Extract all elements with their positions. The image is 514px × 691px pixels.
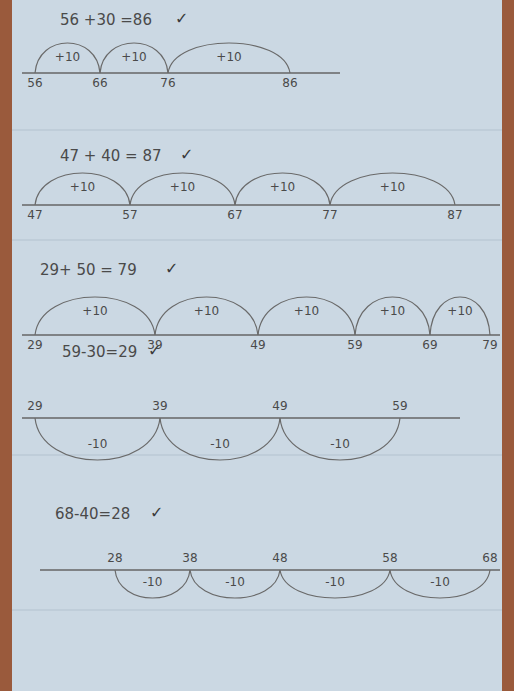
jump-label: -10 — [225, 576, 245, 589]
equation: 29+ 50 = 79 — [40, 262, 137, 279]
jump-arc — [280, 418, 400, 460]
jump-arc — [190, 570, 280, 598]
point-number: 87 — [447, 209, 462, 222]
point-number: 79 — [482, 339, 497, 352]
number-line — [40, 569, 500, 570]
point-number: 49 — [250, 339, 265, 352]
number-line — [22, 72, 340, 73]
equation: 59-30=29 — [62, 344, 137, 361]
check-mark: ✓ — [150, 504, 163, 522]
point-number: 47 — [27, 209, 42, 222]
jump-arc — [235, 173, 330, 205]
ruled-line — [12, 610, 502, 611]
point-number: 68 — [482, 552, 497, 565]
point-number: 86 — [282, 77, 297, 90]
jump-label: +10 — [216, 51, 241, 64]
point-number: 69 — [422, 339, 437, 352]
jump-label: +10 — [270, 181, 295, 194]
jump-arc — [355, 297, 430, 335]
jump-arc — [390, 570, 490, 598]
jump-label: -10 — [325, 576, 345, 589]
jump-arc — [35, 418, 160, 460]
ruled-line — [12, 455, 502, 456]
jump-arc — [155, 297, 258, 335]
jump-label: -10 — [210, 438, 230, 451]
jump-arc — [130, 173, 235, 205]
jump-arc — [35, 297, 155, 335]
point-number: 77 — [322, 209, 337, 222]
jump-label: +10 — [82, 305, 107, 318]
jump-label: -10 — [143, 576, 163, 589]
jump-arc — [168, 43, 290, 73]
jump-arc — [35, 43, 100, 73]
point-number: 66 — [92, 77, 107, 90]
jump-arc — [280, 570, 390, 598]
point-number: 59 — [392, 400, 407, 413]
jump-label: +10 — [55, 51, 80, 64]
point-number: 59 — [347, 339, 362, 352]
jump-arc — [35, 173, 130, 205]
jump-label: -10 — [430, 576, 450, 589]
ruled-line — [12, 130, 502, 131]
jump-label: +10 — [447, 305, 472, 318]
number-line — [22, 417, 460, 418]
jump-label: +10 — [380, 181, 405, 194]
point-number: 38 — [182, 552, 197, 565]
jump-label: -10 — [330, 438, 350, 451]
point-number: 29 — [27, 400, 42, 413]
point-number: 29 — [27, 339, 42, 352]
check-mark: ✓ — [165, 260, 178, 278]
point-number: 58 — [382, 552, 397, 565]
jump-arc — [430, 297, 490, 335]
point-number: 39 — [152, 400, 167, 413]
jump-label: +10 — [294, 305, 319, 318]
jump-arc — [258, 297, 355, 335]
point-number: 76 — [160, 77, 175, 90]
check-mark: ✓ — [180, 146, 193, 164]
point-number: 48 — [272, 552, 287, 565]
jump-arc — [100, 43, 168, 73]
equation: 47 + 40 = 87 — [60, 148, 161, 165]
check-mark: ✓ — [148, 342, 161, 360]
point-number: 67 — [227, 209, 242, 222]
jump-label: -10 — [88, 438, 108, 451]
jump-label: +10 — [380, 305, 405, 318]
check-mark: ✓ — [175, 10, 188, 28]
point-number: 56 — [27, 77, 42, 90]
jump-label: +10 — [121, 51, 146, 64]
point-number: 57 — [122, 209, 137, 222]
number-line — [22, 204, 500, 205]
jump-label: +10 — [70, 181, 95, 194]
equation: 68-40=28 — [55, 506, 130, 523]
ruled-line — [12, 240, 502, 241]
jump-arc — [330, 173, 455, 205]
jump-label: +10 — [194, 305, 219, 318]
jump-arc — [160, 418, 280, 460]
point-number: 28 — [107, 552, 122, 565]
equation: 56 +30 =86 — [60, 12, 152, 29]
jump-arc — [115, 570, 190, 598]
number-line — [22, 334, 500, 335]
jump-label: +10 — [170, 181, 195, 194]
point-number: 49 — [272, 400, 287, 413]
